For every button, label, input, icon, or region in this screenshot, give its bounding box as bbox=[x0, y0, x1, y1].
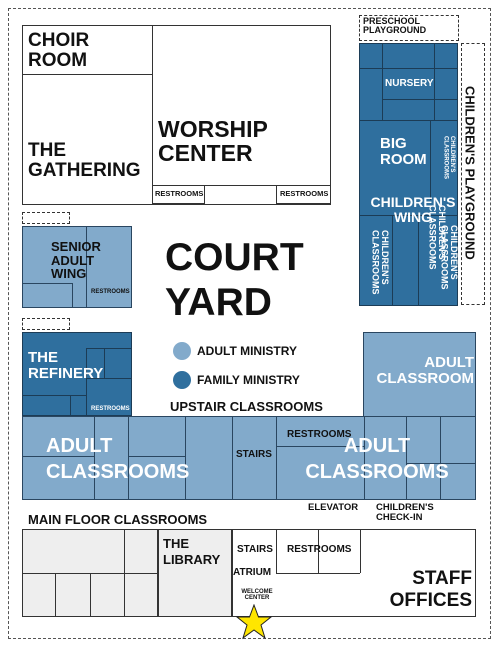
adult-classroom-label: ADULT CLASSROOM bbox=[376, 354, 475, 387]
the-library-room bbox=[158, 529, 232, 617]
adult-classrooms-left-label: ADULT CLASSROOMS bbox=[46, 435, 190, 483]
wall bbox=[86, 226, 87, 308]
wall bbox=[434, 43, 435, 120]
wall bbox=[86, 348, 132, 349]
wall bbox=[359, 68, 458, 69]
wall bbox=[86, 348, 87, 416]
wall bbox=[22, 283, 72, 284]
childrens-checkin-label: CHILDREN'S CHECK-IN bbox=[376, 502, 434, 523]
refinery-building bbox=[22, 332, 132, 416]
childrens-classrooms-left-label: CHILDREN'S CLASSROOMS bbox=[370, 230, 390, 295]
wall bbox=[22, 74, 153, 75]
wall bbox=[440, 416, 441, 500]
adult-classrooms-strip bbox=[22, 416, 476, 500]
site-boundary bbox=[8, 8, 491, 639]
big-room-label: BIG ROOM bbox=[380, 135, 427, 168]
wall bbox=[359, 120, 458, 121]
wall bbox=[128, 456, 185, 457]
wall bbox=[406, 416, 407, 500]
wall bbox=[185, 416, 186, 500]
childrens-classrooms-small-label: CHILDREN'S CLASSROOMS bbox=[442, 136, 455, 180]
childrens-wing-label: CHILDREN'S WING bbox=[370, 194, 456, 225]
wall bbox=[382, 99, 458, 100]
wall bbox=[364, 416, 365, 500]
senior-adult-wing-building bbox=[22, 226, 132, 308]
restrooms-lower-label: RESTROOMS bbox=[287, 544, 352, 555]
restrooms-senior-label: RESTROOMS bbox=[91, 289, 130, 295]
wall bbox=[276, 416, 277, 500]
family-ministry-swatch-icon bbox=[173, 371, 191, 389]
wall bbox=[72, 283, 73, 308]
wall bbox=[276, 446, 364, 447]
wall bbox=[90, 573, 91, 617]
wall bbox=[128, 416, 129, 500]
wall bbox=[104, 348, 105, 378]
childrens-classrooms-mid-label: CHILDREN'S CLASSROOMS bbox=[427, 205, 447, 270]
star-icon bbox=[236, 604, 272, 640]
wall bbox=[392, 215, 393, 306]
restrooms-worship-right-room bbox=[276, 185, 331, 204]
adult-classrooms-right-label: ADULT CLASSROOMS bbox=[305, 435, 449, 483]
welcome-center-label: WELCOME CENTER bbox=[241, 589, 273, 602]
adult-ministry-swatch-icon bbox=[173, 342, 191, 360]
wall bbox=[70, 395, 71, 416]
stairs-lower-label: STAIRS bbox=[237, 544, 273, 555]
restrooms-worship-right-label: RESTROOMS bbox=[280, 189, 329, 198]
wall bbox=[232, 529, 233, 617]
wall bbox=[276, 529, 277, 573]
senior-wing-annex bbox=[22, 212, 70, 224]
stairs-upper-label: STAIRS bbox=[236, 449, 272, 460]
preschool-playground-label: PRESCHOOL PLAYGROUND bbox=[363, 16, 427, 36]
senior-adult-wing-label: SENIOR ADULT WING bbox=[51, 239, 101, 282]
the-library-label: THE LIBRARY bbox=[163, 536, 221, 567]
childrens-playground-label: CHILDREN'S PLAYGROUND bbox=[462, 86, 478, 260]
refinery-annex bbox=[22, 318, 70, 330]
wall bbox=[22, 456, 94, 457]
entrance-star-shape bbox=[236, 604, 272, 640]
wall bbox=[124, 529, 125, 617]
staff-offices-label: STAFF OFFICES bbox=[389, 568, 472, 611]
preschool-playground-area bbox=[359, 15, 459, 41]
wall bbox=[22, 395, 86, 396]
wall bbox=[359, 215, 458, 216]
wall bbox=[276, 573, 360, 574]
wall bbox=[55, 573, 56, 617]
court-yard-label: COURT YARD bbox=[165, 236, 304, 324]
wall bbox=[382, 43, 383, 120]
wall bbox=[232, 416, 233, 500]
childrens-classrooms-right-label: CHILDREN'S CLASSROOMS bbox=[439, 225, 459, 290]
wall bbox=[406, 463, 476, 464]
wall bbox=[152, 25, 153, 205]
legend-family-ministry: FAMILY MINISTRY bbox=[197, 373, 300, 387]
legend-adult-ministry: ADULT MINISTRY bbox=[197, 344, 297, 358]
elevator-label: ELEVATOR bbox=[308, 502, 359, 513]
wall bbox=[152, 185, 331, 186]
the-refinery-label: THE REFINERY bbox=[28, 349, 104, 382]
wall bbox=[318, 529, 319, 573]
wall bbox=[430, 120, 431, 200]
wall bbox=[86, 378, 132, 379]
upstair-classrooms-label: UPSTAIR CLASSROOMS bbox=[170, 399, 323, 414]
atrium-label: ATRIUM bbox=[233, 567, 272, 578]
main-floor-classrooms-label: MAIN FLOOR CLASSROOMS bbox=[28, 512, 208, 527]
worship-center-label: WORSHIP CENTER bbox=[158, 116, 268, 167]
worship-building bbox=[22, 25, 331, 205]
nursery-label: NURSERY bbox=[385, 78, 434, 89]
wall bbox=[94, 416, 95, 500]
wall bbox=[418, 215, 419, 306]
childrens-playground-area bbox=[461, 43, 485, 305]
adult-classroom-building bbox=[363, 332, 476, 417]
restrooms-worship-left-label: RESTROOMS bbox=[155, 189, 204, 198]
restrooms-upper-label: RESTROOMS bbox=[287, 429, 352, 440]
choir-room-label: CHOIR ROOM bbox=[28, 30, 90, 71]
the-gathering-label: THE GATHERING bbox=[28, 140, 141, 181]
childrens-wing-building bbox=[359, 43, 458, 306]
restrooms-refinery-label: RESTROOMS bbox=[91, 406, 130, 412]
restrooms-worship-left-room bbox=[152, 185, 205, 204]
wall bbox=[360, 529, 361, 573]
